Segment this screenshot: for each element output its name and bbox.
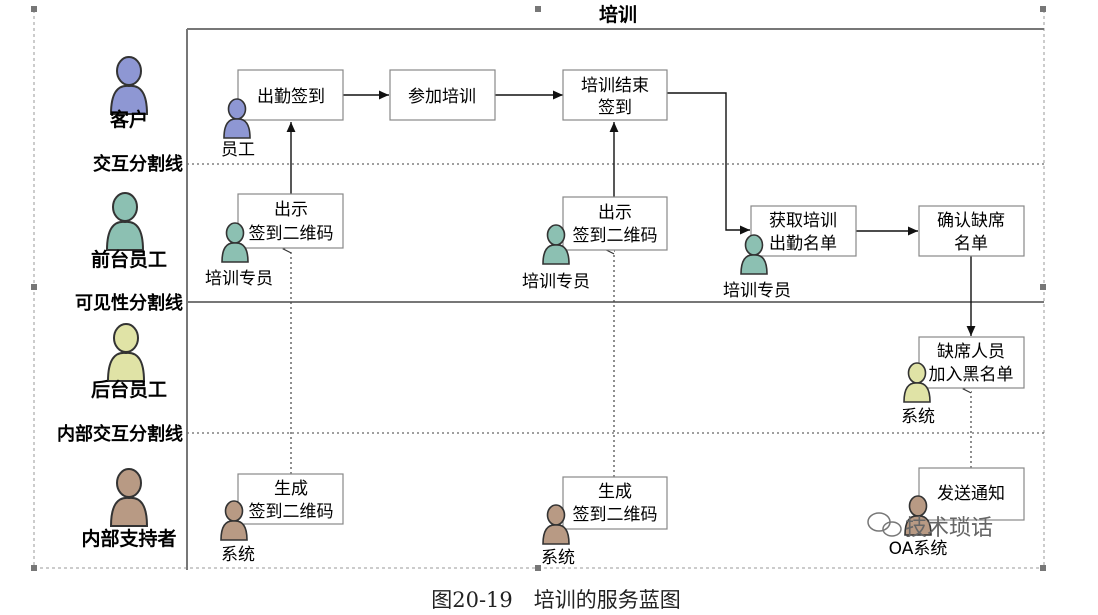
lane-label-customer: 客户 bbox=[110, 108, 148, 131]
svg-text:加入黑名单: 加入黑名单 bbox=[929, 365, 1014, 385]
diagram-title: 培训 bbox=[599, 3, 637, 26]
svg-text:签到二维码: 签到二维码 bbox=[249, 224, 334, 244]
box-get-attendance-list: 获取培训 出勤名单 bbox=[750, 205, 857, 257]
actor-label-oa-system: OA系统 bbox=[889, 539, 948, 559]
box-generate-qr-1: 生成 签到二维码 bbox=[237, 473, 344, 525]
box-send-notification: 发送通知 bbox=[918, 467, 1025, 521]
svg-text:参加培训: 参加培训 bbox=[408, 87, 476, 107]
actor-label-trainer: 培训专员 bbox=[522, 272, 590, 292]
support-arrows bbox=[291, 249, 972, 477]
svg-text:出勤名单: 出勤名单 bbox=[769, 234, 837, 254]
svg-text:签到: 签到 bbox=[598, 98, 632, 118]
box-show-qr-2: 出示 签到二维码 bbox=[562, 196, 668, 251]
svg-text:确认缺席: 确认缺席 bbox=[937, 211, 1005, 231]
divider-label-visibility: 可见性分割线 bbox=[75, 292, 183, 314]
flow-arrows bbox=[286, 90, 976, 336]
actor-label-trainer: 培训专员 bbox=[205, 269, 273, 289]
divider-label-interaction: 交互分割线 bbox=[93, 153, 183, 175]
lane-label-support: 内部支持者 bbox=[81, 527, 176, 550]
svg-text:签到二维码: 签到二维码 bbox=[573, 226, 658, 246]
back-role-icon bbox=[107, 323, 145, 382]
svg-text:生成: 生成 bbox=[274, 479, 308, 499]
actor-label-system: 系统 bbox=[901, 407, 935, 427]
divider-label-internal: 内部交互分割线 bbox=[57, 423, 183, 445]
lane-label-front: 前台员工 bbox=[91, 248, 167, 271]
figure-caption: 图20-19 培训的服务蓝图 bbox=[431, 588, 681, 612]
svg-text:签到二维码: 签到二维码 bbox=[249, 502, 334, 522]
actor-label-system: 系统 bbox=[221, 545, 255, 565]
box-generate-qr-2: 生成 签到二维码 bbox=[562, 476, 668, 530]
pool-border bbox=[186, 28, 1044, 570]
box-attend-training: 参加培训 bbox=[389, 69, 496, 121]
box-blacklist: 缺席人员 加入黑名单 bbox=[918, 336, 1025, 389]
customer-role-icon bbox=[110, 56, 148, 115]
box-checkin: 出勤签到 bbox=[237, 69, 344, 121]
support-role-icon bbox=[110, 468, 148, 527]
box-show-qr-1: 出示 签到二维码 bbox=[237, 193, 344, 249]
front-role-icon bbox=[106, 192, 144, 251]
lane-label-back: 后台员工 bbox=[91, 378, 167, 401]
svg-text:出示: 出示 bbox=[274, 200, 308, 220]
box-confirm-absent: 确认缺席 名单 bbox=[918, 205, 1025, 257]
wechat-icon bbox=[867, 512, 902, 537]
svg-text:签到二维码: 签到二维码 bbox=[573, 505, 658, 525]
svg-text:名单: 名单 bbox=[954, 234, 988, 254]
svg-text:出勤签到: 出勤签到 bbox=[257, 87, 325, 107]
svg-text:发送通知: 发送通知 bbox=[937, 484, 1005, 504]
box-end-checkin: 培训结束 签到 bbox=[562, 69, 668, 121]
svg-text:出示: 出示 bbox=[598, 203, 632, 223]
actor-label-system: 系统 bbox=[541, 548, 575, 568]
selection-handles[interactable] bbox=[31, 6, 1046, 571]
actor-label-employee: 员工 bbox=[221, 140, 255, 160]
actor-label-trainer: 培训专员 bbox=[723, 281, 791, 301]
svg-text:缺席人员: 缺席人员 bbox=[937, 342, 1005, 362]
watermark-text: 技术琐话 bbox=[905, 516, 993, 541]
svg-text:培训结束: 培训结束 bbox=[581, 76, 649, 96]
svg-text:获取培训: 获取培训 bbox=[769, 211, 837, 231]
svg-text:生成: 生成 bbox=[598, 482, 632, 502]
